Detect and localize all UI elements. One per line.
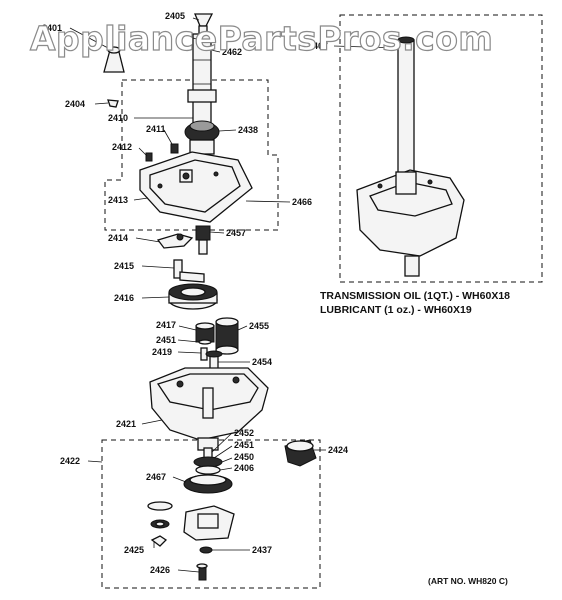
label-2411: 2411 [146, 124, 166, 134]
lubricant-note: LUBRICANT (1 oz.) - WH60X19 [320, 304, 472, 316]
label-2451-lower: 2451 [234, 440, 254, 450]
part-2417-pinion-gear[interactable] [195, 322, 215, 343]
label-2417: 2417 [156, 320, 176, 330]
part-2421-transmission-case[interactable] [149, 367, 269, 451]
label-2419: 2419 [152, 347, 172, 357]
part-2404-clip[interactable] [107, 99, 119, 108]
label-2426: 2426 [150, 565, 170, 575]
part-2413-cover-gasket[interactable] [139, 151, 253, 223]
label-2452: 2452 [234, 428, 254, 438]
label-2422: 2422 [60, 456, 80, 466]
part-2455-gear[interactable] [215, 317, 239, 355]
label-2462: 2462 [222, 47, 242, 57]
label-2412: 2412 [112, 142, 132, 152]
label-2414: 2414 [108, 233, 128, 243]
label-2437: 2437 [252, 545, 272, 555]
transmission-oil-note: TRANSMISSION OIL (1QT.) - WH60X18 [320, 290, 510, 302]
subassembly-box-2410 [104, 79, 279, 231]
part-2425-spacer[interactable] [147, 501, 173, 547]
part-2438-seal[interactable] [184, 120, 220, 155]
watermark: AppliancePartsPros.com [30, 19, 493, 58]
label-2413: 2413 [108, 195, 128, 205]
part-2406-collar[interactable] [195, 465, 221, 475]
label-2416: 2416 [114, 293, 134, 303]
label-2410: 2410 [108, 113, 128, 123]
label-2425: 2425 [124, 545, 144, 555]
part-pulley-block[interactable] [183, 505, 235, 541]
label-2451-upper: 2451 [156, 335, 176, 345]
label-2421: 2421 [116, 419, 136, 429]
part-2405-shaft-cap[interactable] [194, 13, 214, 35]
label-2454: 2454 [252, 357, 272, 367]
part-2414-cam[interactable] [156, 233, 194, 249]
label-2407: 2407 [308, 41, 328, 51]
label-2457: 2457 [226, 228, 246, 238]
label-2424: 2424 [328, 445, 348, 455]
part-2426-screw[interactable] [196, 563, 208, 581]
label-2450: 2450 [234, 452, 254, 462]
part-2412-bolt[interactable] [145, 152, 153, 162]
part-2415-crank[interactable] [173, 259, 205, 283]
part-2457-pinion[interactable] [195, 225, 211, 255]
leader-lines [69, 17, 399, 573]
part-2451-washer[interactable] [198, 339, 212, 345]
label-2438: 2438 [238, 125, 258, 135]
part-2407-transmission-assembly[interactable] [356, 36, 465, 277]
subassembly-box-2422 [101, 439, 321, 589]
label-2404: 2404 [65, 99, 85, 109]
assembled-transmission-box [339, 14, 543, 283]
part-2416-main-gear[interactable] [168, 283, 218, 310]
art-number: (ART NO. WH820 C) [428, 576, 508, 586]
label-2467: 2467 [146, 472, 166, 482]
label-2406: 2406 [234, 463, 254, 473]
label-2405: 2405 [165, 11, 185, 21]
label-2415: 2415 [114, 261, 134, 271]
part-2437-washer[interactable] [199, 546, 213, 554]
part-2411-screw[interactable] [170, 143, 179, 154]
part-2424-ring-nut[interactable] [284, 439, 317, 467]
label-2401: 2401 [42, 23, 62, 33]
part-number-labels: 2401 2405 2462 2404 2410 2411 2438 2412 … [42, 11, 348, 575]
part-2401-boot[interactable] [103, 46, 125, 73]
label-2466: 2466 [292, 197, 312, 207]
label-2455: 2455 [249, 321, 269, 331]
part-2467-brake[interactable] [183, 474, 233, 494]
